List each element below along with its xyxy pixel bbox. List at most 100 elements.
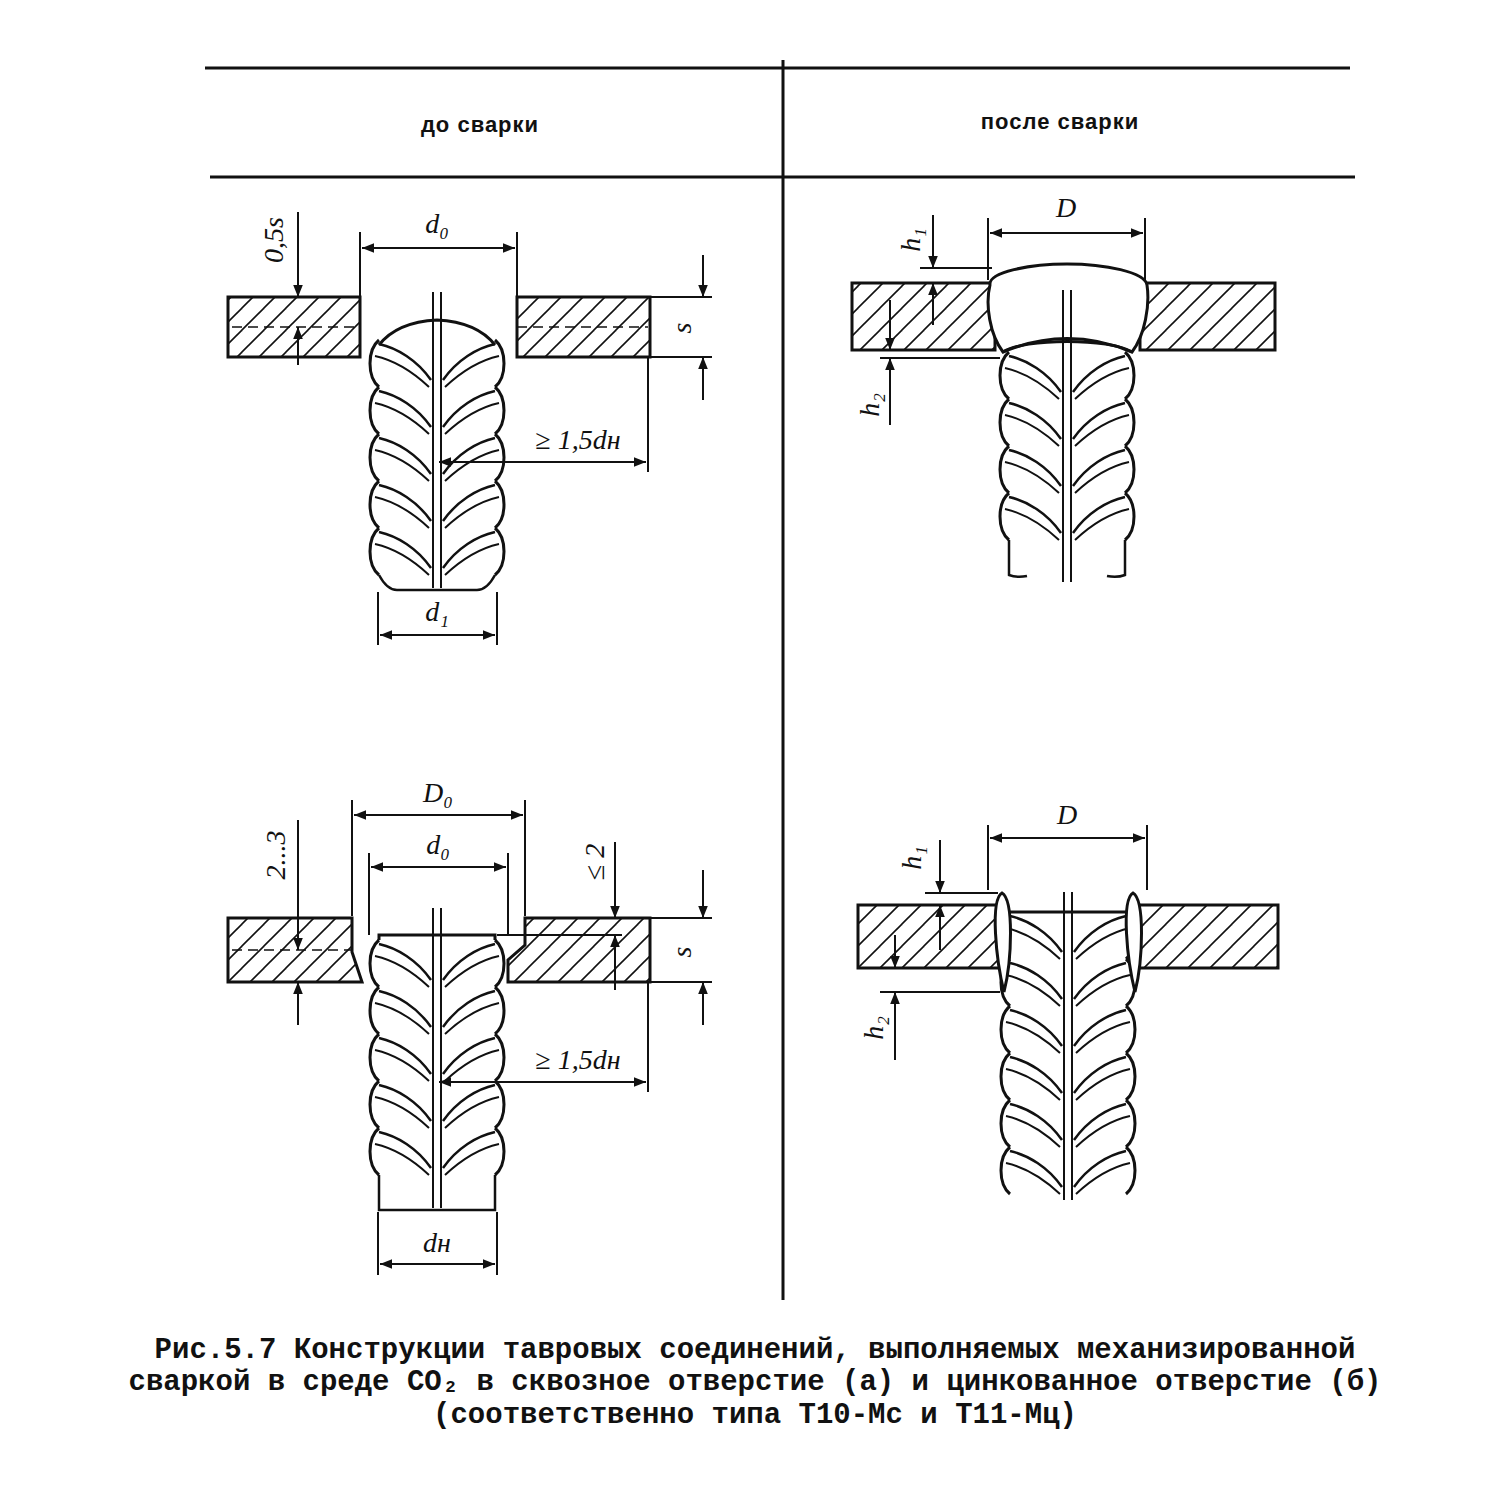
joint-a-before	[228, 212, 712, 645]
dimension-label: ≥ 1,5dн	[533, 1045, 622, 1076]
drawing-use	[1000, 399, 1134, 446]
dimension-label: h₁	[896, 226, 927, 254]
drawing-path	[1010, 911, 1126, 914]
drawing-path	[379, 1175, 495, 1210]
drawing-path	[995, 893, 1010, 992]
drawing-line	[232, 949, 352, 951]
drawing-line	[517, 326, 648, 328]
dimension-label: d₀	[424, 830, 452, 861]
drawing-polygon	[228, 918, 362, 982]
column-header: до сварки	[419, 113, 541, 137]
dimension-label: h₂	[855, 391, 886, 419]
drawing-line	[432, 908, 434, 1208]
drawing-line	[1063, 892, 1065, 1200]
drawing-line	[987, 218, 989, 280]
drawing-use	[370, 1081, 504, 1128]
drawing-line	[939, 840, 941, 893]
drawing-line	[507, 853, 509, 935]
drawing-line	[932, 283, 934, 325]
dimension-label: D	[1054, 193, 1078, 224]
drawing-line	[990, 837, 1145, 839]
drawing-line	[432, 292, 434, 588]
drawing-line	[380, 1263, 495, 1265]
drawing-use	[1001, 912, 1135, 959]
joint-b-after	[858, 825, 1278, 1200]
drawing-line	[359, 232, 361, 297]
drawing-line	[782, 60, 785, 1300]
drawing-line	[362, 247, 515, 249]
drawing-line	[702, 870, 704, 918]
drawing-line	[377, 592, 379, 645]
drawing-line	[354, 814, 523, 816]
drawing-use	[370, 1034, 504, 1081]
drawing-use	[1001, 1100, 1135, 1147]
drawing-use	[370, 1128, 504, 1175]
drawing-line	[205, 67, 1350, 70]
drawing-g	[880, 825, 1147, 1060]
drawing-line	[297, 212, 299, 297]
drawing-line	[1071, 892, 1073, 1200]
dimension-label: D₀	[421, 778, 455, 809]
drawing-use	[370, 528, 504, 575]
dimension-label: 0,5s	[259, 215, 290, 265]
dimension-label: s	[667, 321, 698, 336]
drawing-use	[1001, 1006, 1135, 1053]
drawing-line	[920, 267, 992, 269]
drawing-line	[496, 1212, 498, 1275]
drawing-use	[1000, 352, 1134, 399]
drawing-line	[1146, 825, 1148, 890]
dimension-label: h₁	[897, 844, 928, 872]
drawing-use	[370, 340, 504, 387]
drawing-rect	[1140, 283, 1275, 350]
dimension-label: h₂	[859, 1014, 890, 1042]
drawing-line	[440, 292, 442, 588]
drawing-use	[1000, 446, 1134, 493]
drawing-line	[496, 592, 498, 645]
drawing-line	[351, 800, 353, 916]
drawing-line	[702, 357, 704, 400]
drawing-line	[371, 866, 506, 868]
drawing-line	[990, 232, 1143, 234]
drawing-line	[297, 327, 299, 365]
dimension-label: ≤ 2	[580, 842, 611, 882]
drawing-g	[880, 215, 1145, 425]
drawing-use	[370, 940, 504, 987]
drawing-line	[894, 992, 896, 1060]
drawing-line	[297, 820, 299, 950]
drawing-use	[370, 434, 504, 481]
drawing-line	[380, 634, 495, 636]
drawing-polygon	[508, 918, 650, 982]
drawing-path	[379, 575, 495, 590]
dimension-label: dн	[421, 1228, 453, 1259]
drawing-line	[614, 935, 616, 990]
drawing-line	[880, 357, 1000, 359]
joint-a-after	[852, 215, 1275, 582]
drawing-g	[1001, 892, 1135, 1200]
drawing-g	[370, 908, 504, 1210]
drawing-path	[379, 320, 495, 345]
drawing-line	[516, 232, 518, 297]
drawing-line	[1070, 290, 1072, 345]
column-header: после сварки	[979, 110, 1141, 134]
drawing-line	[614, 842, 616, 918]
drawing-line	[889, 358, 891, 425]
drawing-line	[880, 991, 1000, 993]
table-rules	[205, 60, 1355, 1300]
drawing-line	[932, 215, 934, 268]
figure-caption: Рис.5.7 Конструкции тавровых соединений,…	[85, 1335, 1425, 1432]
drawing-use	[1001, 1147, 1135, 1194]
drawing-g	[370, 292, 504, 590]
drawing-line	[232, 326, 360, 328]
drawing-use	[370, 481, 504, 528]
drawing-line	[647, 982, 649, 1092]
drawing-use	[370, 387, 504, 434]
dimension-label: D	[1055, 800, 1079, 831]
drawing-path	[379, 935, 495, 940]
drawing-rect	[228, 297, 360, 357]
dimension-label: ≥ 1,5dн	[533, 425, 622, 456]
drawing-line	[524, 800, 526, 916]
drawing-line	[439, 461, 646, 463]
drawing-path	[1126, 893, 1141, 992]
drawing-line	[377, 1212, 379, 1275]
